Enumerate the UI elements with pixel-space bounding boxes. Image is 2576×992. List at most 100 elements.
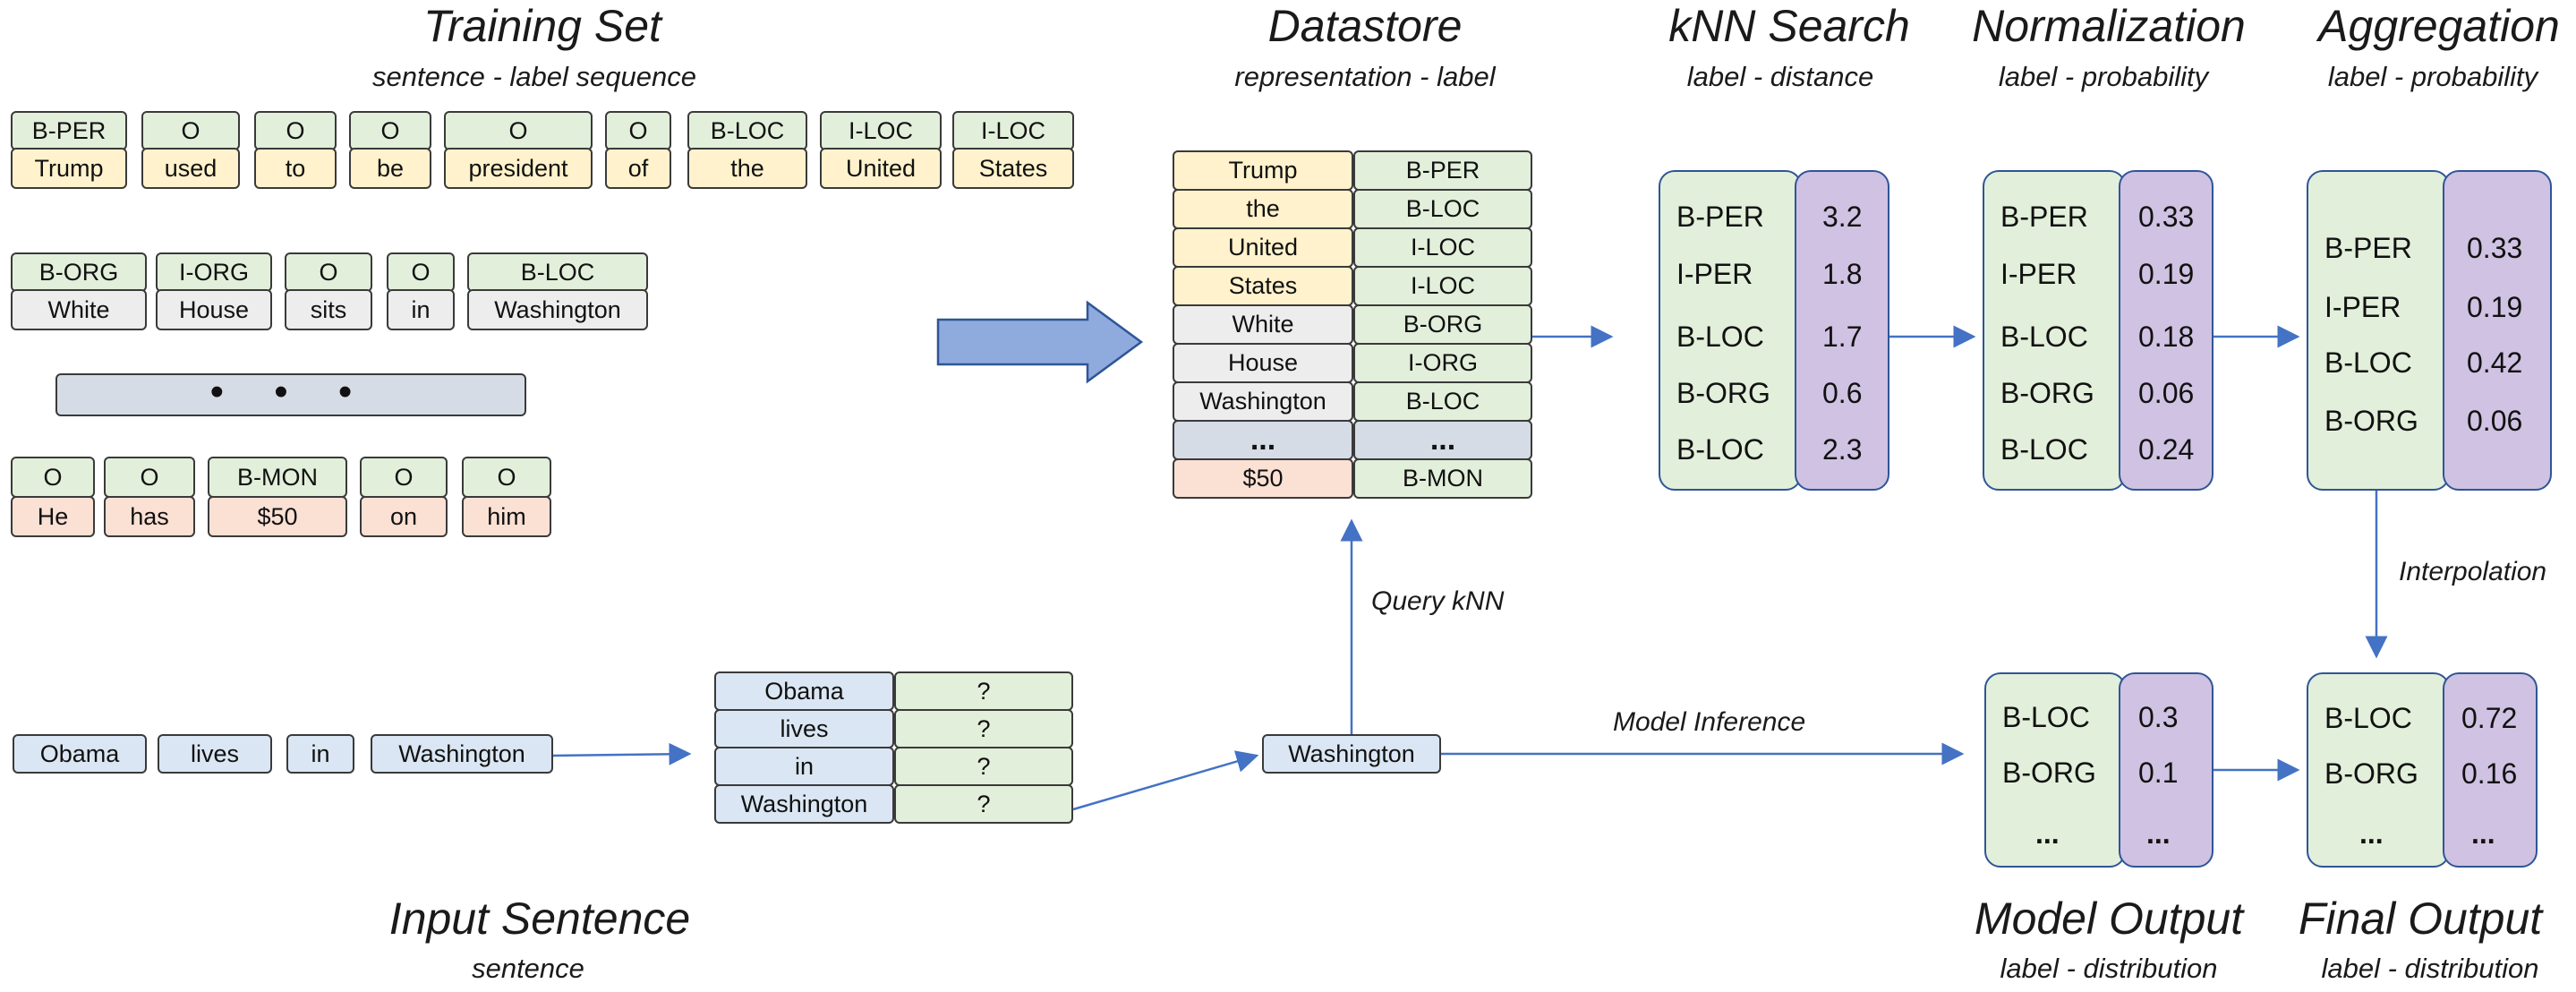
aggregation-label: B-PER	[2324, 232, 2412, 264]
interpolation-label: Interpolation	[2399, 557, 2547, 586]
query-label: ?	[894, 709, 1073, 748]
training-label: O	[444, 111, 593, 150]
input-sentence-subtitle: sentence	[472, 953, 584, 984]
datastore-label: I-LOC	[1353, 266, 1532, 306]
query-label: ?	[894, 784, 1073, 824]
datastore-subtitle: representation - label	[1234, 61, 1496, 92]
datastore-rep: Trump	[1173, 150, 1353, 191]
training-token: States	[952, 148, 1074, 189]
aggregation-label: B-ORG	[2324, 405, 2418, 437]
datastore-label: B-LOC	[1353, 189, 1532, 229]
normalization-label: B-LOC	[2000, 321, 2088, 353]
knn-value: 2.3	[1822, 433, 1863, 466]
normalization-value: 0.33	[2138, 201, 2195, 233]
training-token: $50	[208, 496, 347, 537]
normalization-value-column	[2119, 170, 2213, 491]
training-token: United	[820, 148, 942, 189]
input-sentence-title: Input Sentence	[388, 894, 691, 944]
training-token: House	[156, 289, 272, 330]
training-set-title: Training Set	[423, 1, 661, 51]
input-token: in	[286, 734, 354, 774]
knn-search-subtitle: label - distance	[1686, 61, 1874, 92]
training-label: O	[285, 252, 372, 292]
normalization-label-column	[1983, 170, 2126, 491]
training-label: O	[387, 252, 455, 292]
training-label: O	[360, 457, 448, 498]
training-label: O	[141, 111, 240, 150]
input-token: Obama	[13, 734, 147, 774]
model-output-label: ...	[2035, 817, 2060, 850]
training-token: be	[349, 148, 431, 189]
datastore-rep: the	[1173, 189, 1353, 229]
training-token: Washington	[467, 289, 648, 330]
model-output-value: ...	[2146, 817, 2171, 850]
training-token: Trump	[11, 148, 127, 189]
final-output-label: B-LOC	[2324, 702, 2412, 734]
datastore-rep: $50	[1173, 458, 1353, 499]
normalization-label: B-LOC	[2000, 433, 2088, 466]
normalization-value: 0.06	[2138, 377, 2195, 409]
training-token: in	[387, 289, 455, 330]
normalization-title: Normalization	[1972, 1, 2246, 51]
final-output-label: ...	[2359, 817, 2384, 850]
query-rep: Washington	[714, 784, 894, 824]
training-token: of	[605, 148, 671, 189]
model-output-value: 0.3	[2138, 701, 2179, 733]
datastore-rep: States	[1173, 266, 1353, 306]
model-output-subtitle: label - distribution	[2000, 953, 2218, 984]
model-output-label-column	[1984, 672, 2126, 868]
training-label: B-PER	[11, 111, 127, 150]
knn-label: B-LOC	[1676, 321, 1764, 353]
training-label: I-ORG	[156, 252, 272, 292]
training-token: president	[444, 148, 593, 189]
training-token: to	[254, 148, 337, 189]
training-token: him	[462, 496, 551, 537]
datastore-label: B-LOC	[1353, 381, 1532, 422]
final-output-label: B-ORG	[2324, 757, 2418, 790]
aggregation-value: 0.33	[2467, 232, 2523, 264]
knn-value: 1.7	[1822, 321, 1863, 353]
training-ellipsis-bar: • • •	[55, 370, 526, 416]
model-inference-label: Model Inference	[1613, 707, 1806, 737]
model-output-title: Model Output	[1974, 894, 2244, 944]
normalization-value: 0.18	[2138, 321, 2195, 353]
model-output-label: B-LOC	[2002, 701, 2090, 733]
aggregation-label: I-PER	[2324, 291, 2401, 323]
final-output-value: 0.72	[2461, 702, 2518, 734]
final-output-title: Final Output	[2298, 894, 2543, 944]
training-token: used	[141, 148, 240, 189]
knn-label: I-PER	[1676, 258, 1753, 290]
knn-value: 1.8	[1822, 258, 1863, 290]
training-token: has	[104, 496, 195, 537]
training-label: B-ORG	[11, 252, 147, 292]
final-output-value: 0.16	[2461, 757, 2518, 790]
datastore-rep: United	[1173, 227, 1353, 268]
knn-label: B-ORG	[1676, 377, 1770, 409]
aggregation-subtitle: label - probability	[2327, 61, 2538, 92]
training-token: sits	[285, 289, 372, 330]
normalization-label: I-PER	[2000, 258, 2077, 290]
normalization-value: 0.19	[2138, 258, 2195, 290]
arrow-input-to-query-table	[552, 742, 692, 765]
final-output-value: ...	[2471, 817, 2495, 850]
aggregation-value: 0.06	[2467, 405, 2523, 437]
query-knn-label: Query kNN	[1371, 586, 1505, 616]
model-output-value: 0.1	[2138, 757, 2179, 789]
query-token: Washington	[1262, 734, 1441, 774]
aggregation-label-column	[2307, 170, 2450, 491]
training-token: He	[11, 496, 95, 537]
datastore-rep: House	[1173, 343, 1353, 383]
datastore-label: I-ORG	[1353, 343, 1532, 383]
model-output-value-column	[2119, 672, 2213, 868]
input-token: Washington	[371, 734, 553, 774]
training-set-subtitle: sentence - label sequence	[372, 61, 696, 92]
training-token: White	[11, 289, 147, 330]
training-label: O	[462, 457, 551, 498]
training-label: B-LOC	[687, 111, 807, 150]
training-token: the	[687, 148, 807, 189]
normalization-label: B-ORG	[2000, 377, 2094, 409]
big-block-arrow	[936, 300, 1144, 384]
aggregation-value: 0.19	[2467, 291, 2523, 323]
model-output-label: B-ORG	[2002, 757, 2096, 789]
knn-label: B-PER	[1676, 201, 1764, 233]
